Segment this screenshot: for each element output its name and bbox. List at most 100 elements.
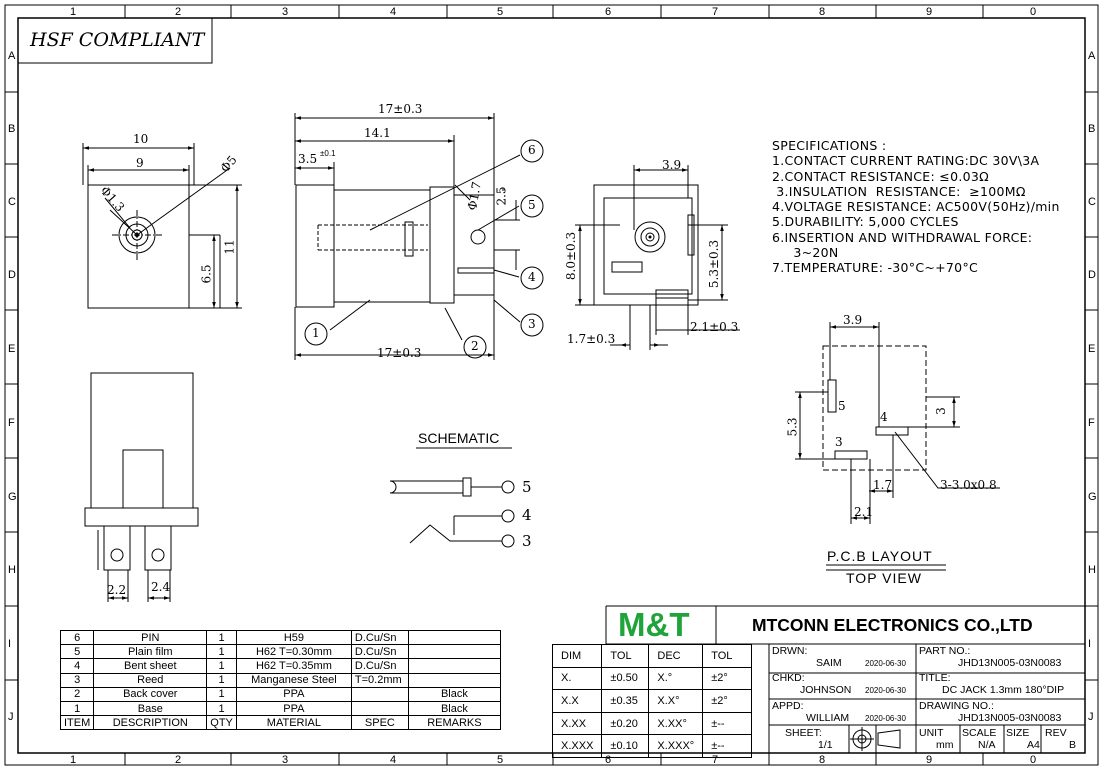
schematic-title: SCHEMATIC [418,430,500,446]
row-label: E [8,343,16,355]
bom-cell [350,686,409,702]
col-label: 3 [282,754,289,766]
tolerance-cell: X.X [551,689,603,713]
spec-line: 3.INSULATION RESISTANCE: ≥100MΩ [772,183,1026,199]
bom-header-cell: QTY [206,715,237,731]
bom-cell: H59 [235,629,352,646]
tolerance-cell: ±0.10 [601,734,650,758]
bom-header-cell: ITEM [59,715,95,731]
bom-cell: T=0.2mm [350,672,409,688]
tolerance-header-cell: TOL [601,644,650,668]
bom-cell [407,644,501,660]
tolerance-row: X. ±0.50 X.° ±2° [551,666,753,691]
dim-side-total-bottom: 17±0.3 [377,346,422,360]
spec-line: 5.DURABILITY: 5,000 CYCLES [772,214,959,230]
bom-cell: 1 [206,644,237,660]
dim-bottom-2-2: 2.2 [107,583,127,597]
col-label: 9 [926,6,933,18]
bom-cell: 5 [59,644,95,660]
part-no-label: PART NO.: [919,645,971,657]
bom-cell: PIN [93,629,208,646]
appd-name: WILLIAM [806,712,850,724]
col-label: 1 [70,6,77,18]
row-label: C [1088,196,1096,208]
bom-cell: 1 [206,658,237,674]
tolerance-header-cell: DIM [551,644,603,668]
chkd-name: JOHNSON [800,684,852,696]
row-label: F [1088,417,1095,429]
appd-label: APPD: [772,700,804,712]
bom-cell: Reed [93,672,208,688]
row-label: H [1088,564,1096,576]
sheet-label: SHEET: [785,727,822,739]
col-label: 0 [1030,6,1037,18]
tolerance-cell: ±2° [702,689,753,713]
dim-pcb-1-7: 1.7 [873,478,893,492]
row-label: D [1088,269,1096,281]
row-label: C [8,196,16,208]
dim-pcb-3: 3 [933,407,948,415]
row-label: G [1088,491,1097,503]
balloon-3: 3 [528,317,536,331]
title-value: DC JACK 1.3mm 180°DIP [942,684,1065,696]
col-label: 0 [1030,754,1037,766]
dim-front-width-10: 10 [133,132,149,146]
bom-cell: Back cover [93,686,208,702]
tolerance-cell: X.XXX° [648,734,704,758]
dim-side-2-5: 2.5 [494,186,509,206]
dim-rear-2-1: 2.1±0.3 [690,320,739,334]
bottom-view [84,372,199,602]
bom-header-cell: MATERIAL [235,715,352,731]
drawing-no-value: JHD13N005-03N0083 [958,712,1062,724]
schematic-pin-4: 4 [522,506,532,524]
bom-cell: 6 [59,629,95,646]
col-label: 7 [712,754,719,766]
bom-cell: Base [93,700,208,717]
company-logo: M&T [618,606,690,643]
hsf-compliant-label: HSF COMPLIANT [30,29,205,51]
tolerance-cell: ±0.35 [601,689,650,713]
col-label: 2 [175,754,182,766]
col-label: 8 [819,754,826,766]
col-label: 5 [497,6,504,18]
bom-row: 4 Bent sheet 1 H62 T=0.35mm D.Cu/Sn [59,658,501,674]
tolerance-cell: ±0.20 [601,711,650,736]
drwn-label: DRWN: [772,645,808,657]
dim-rear-1-7: 1.7±0.3 [567,332,616,346]
bom-cell [350,700,409,717]
title-block-lines [605,605,1086,753]
bom-cell: 1 [206,700,237,717]
row-label: B [8,123,16,135]
drwn-name: SAIM [816,657,842,669]
dim-pcb-3-9: 3.9 [843,313,863,327]
bom-cell: PPA [235,700,352,717]
unit-value: mm [936,739,954,751]
bom-cell: 2 [59,686,95,702]
rev-value: B [1069,739,1077,751]
tolerance-cell: X.X° [648,689,704,713]
col-label: 4 [390,754,397,766]
title-label: TITLE: [919,672,951,684]
col-label: 2 [175,6,182,18]
pcb-pin-3: 3 [835,435,843,449]
bom-cell: Plain film [93,644,208,660]
dim-pcb-holes: 3-3.0x0.8 [940,478,997,492]
spec-line: 1.CONTACT CURRENT RATING:DC 30V\3A [772,153,1040,169]
schematic-pin-3: 3 [522,532,532,550]
row-label: H [8,564,16,576]
rear-view [575,165,740,350]
bom-cell [407,658,501,674]
row-label: D [8,269,16,281]
tolerance-cell: X. [551,666,603,691]
dim-rear-3-9: 3.9 [662,158,682,172]
pcb-layout-subtitle: TOP VIEW [846,570,922,586]
bom-row: 6 PIN 1 H59 D.Cu/Sn [59,629,501,646]
bom-cell: D.Cu/Sn [350,629,409,646]
bom-cell: 1 [206,672,237,688]
tolerance-cell: X.XX° [648,711,704,736]
spec-line: 2.CONTACT RESISTANCE: ≤0.03Ω [772,168,989,184]
pcb-layout-drawing [795,322,1000,571]
balloon-2: 2 [471,339,479,353]
